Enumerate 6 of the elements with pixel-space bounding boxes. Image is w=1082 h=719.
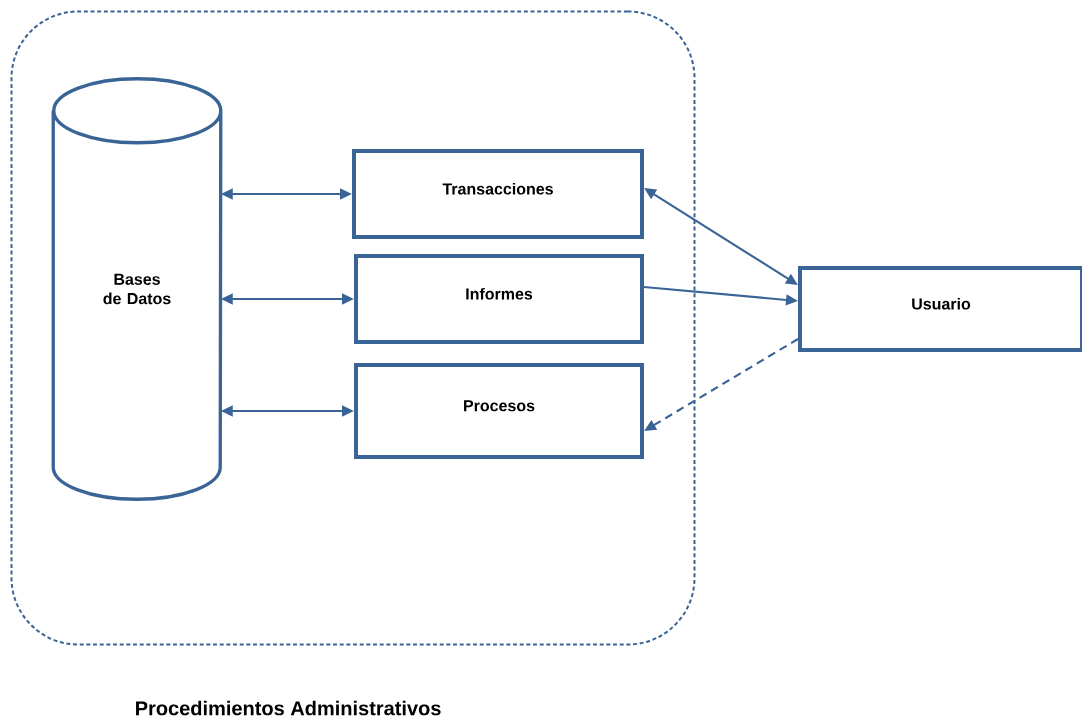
process-box: Procesos (354, 363, 644, 459)
database-cylinder: Bases de Datos (51, 77, 223, 501)
process-box: Usuario (798, 266, 1082, 352)
process-box: Transacciones (352, 149, 644, 239)
process-box: Informes (354, 254, 644, 344)
group-heading: Procedimientos Administrativos (136, 700, 441, 716)
